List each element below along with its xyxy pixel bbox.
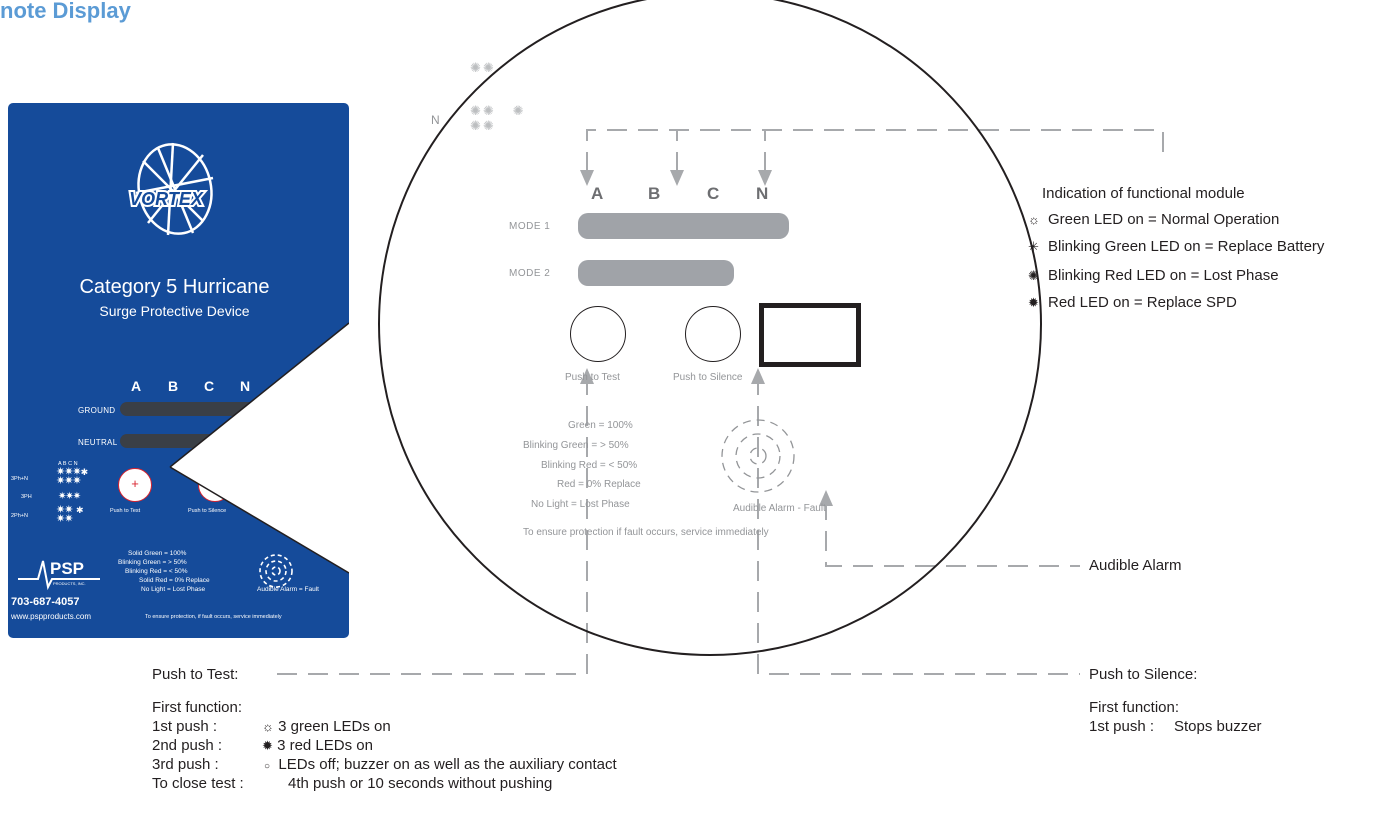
zoom-footer: To ensure protection if fault occurs, se…: [523, 527, 769, 538]
zoom-column-n: N: [756, 184, 769, 203]
step-4-push: To close test :: [152, 775, 244, 792]
step-3-push: 3rd push :: [152, 756, 219, 773]
push-to-silence-first-function: First function:: [1089, 699, 1180, 716]
zoom-push-to-silence-button[interactable]: [685, 306, 741, 362]
legend-line-1: Solid Green = 100%: [128, 550, 187, 557]
indication-item-2: ✳Blinking Green LED on = Replace Battery: [1028, 238, 1325, 255]
phone-number: 703-687-4057: [11, 596, 80, 608]
push-to-silence-label: Push to Silence: [188, 508, 227, 514]
page-title: note Display: [0, 0, 131, 23]
indication-title: Indication of functional module: [1042, 185, 1245, 202]
zoom-column-a: A: [591, 184, 604, 203]
push-to-test-first-function: First function:: [152, 699, 243, 716]
zoom-legend-2: Blinking Green = > 50%: [523, 440, 629, 451]
indication-item-1: ☼Green LED on = Normal Operation: [1028, 211, 1280, 228]
column-label-a: A: [131, 378, 142, 394]
psp-logo-icon: [18, 560, 100, 591]
zoom-push-to-test-button[interactable]: [570, 306, 626, 362]
phase-label-3ph: 3PH: [21, 494, 32, 500]
product-name: Category 5 Hurricane: [79, 276, 270, 298]
led-row-3ph-icon: ✷✷✷: [58, 491, 81, 502]
callout-wedge: [169, 322, 349, 574]
column-label-b: B: [168, 378, 179, 394]
phase-header: A B C N: [58, 461, 78, 467]
zoom-alarm-label: Audible Alarm - Fault: [733, 503, 826, 514]
legend-line-4: Solid Red = 0% Replace: [139, 577, 210, 584]
zoom-push-to-silence-label: Push to Silence: [673, 372, 743, 383]
row-label-neutral: NEUTRAL: [78, 438, 118, 447]
red-led-icon: ✹: [262, 738, 273, 753]
product-subtitle: Surge Protective Device: [99, 303, 250, 319]
push-to-test-title: Push to Test:: [152, 666, 239, 683]
zoom-legend-4: Red = 0% Replace: [557, 479, 641, 490]
blinking-red-led-icon: ✺: [1028, 268, 1039, 283]
zoom-legend-1: Green = 100%: [568, 420, 633, 431]
indication-item-3: ✺Blinking Red LED on = Lost Phase: [1028, 267, 1279, 284]
zoom-push-to-test-label: Push to Test: [565, 372, 620, 383]
push-to-test-button[interactable]: +: [118, 468, 152, 502]
legend-line-5: No Light = Lost Phase: [141, 586, 206, 593]
row-label-ground: GROUND: [78, 406, 116, 415]
led-grid-icon: ✷✷✷✱✷✷✷: [56, 466, 88, 487]
mode-1-label: MODE 1: [509, 221, 551, 232]
alarm-speaker-icon: [259, 554, 293, 588]
legend-line-2: Blinking Green = > 50%: [118, 559, 187, 566]
mode-2-bar: [578, 260, 734, 286]
blinking-green-led-icon: ✳: [1028, 239, 1039, 254]
alarm-label: Audible Alarm = Fault: [257, 586, 319, 593]
vortex-logo-icon: VORTEX: [127, 142, 214, 236]
zoom-column-b: B: [648, 184, 661, 203]
zoom-legend-5: No Light = Lost Phase: [531, 499, 630, 510]
push-to-test-label: Push to Test: [110, 508, 141, 514]
step-1-push: 1st push :: [152, 718, 218, 735]
step-1: ☼ 3 green LEDs on: [262, 718, 391, 735]
led-row-2phn-icon: ✷✷ ✱✷✷: [56, 504, 84, 525]
column-label-n: N: [240, 378, 251, 394]
green-led-on-icon: ☼: [1028, 212, 1040, 227]
plus-icon: +: [131, 476, 139, 491]
phase-label-2phn: 2Ph+N: [11, 513, 28, 519]
silence-step-push: 1st push :: [1089, 718, 1155, 735]
red-led-on-icon: ✹: [1028, 295, 1039, 310]
silence-step-text: Stops buzzer: [1174, 718, 1262, 735]
step-4: 4th push or 10 seconds without pushing: [288, 775, 553, 792]
zoom-partial-label: N: [431, 113, 440, 127]
zoom-led-row-top-icon: ✺✺: [470, 60, 496, 75]
zoom-legend-3: Blinking Red = < 50%: [541, 460, 638, 471]
led-off-icon: ○: [264, 761, 271, 772]
website: www.pspproducts.com: [11, 612, 92, 621]
company-name: PSP: [50, 559, 85, 578]
svg-text:VORTEX: VORTEX: [129, 189, 204, 209]
legend-line-3: Blinking Red = < 50%: [125, 568, 188, 575]
step-3: ○ LEDs off; buzzer on as well as the aux…: [264, 756, 617, 773]
zoom-column-c: C: [707, 184, 720, 203]
zoom-alarm-speaker-icon: [721, 419, 795, 493]
push-to-silence-title: Push to Silence:: [1089, 666, 1198, 683]
zoom-circle: [378, 0, 1042, 656]
green-led-icon: ☼: [262, 719, 274, 734]
device-panel: VORTEX Category 5 Hurricane Surge Protec…: [8, 103, 349, 638]
company-subtitle: PRODUCTS, INC.: [53, 581, 86, 586]
zoom-display-window: [759, 303, 861, 367]
audible-alarm-label: Audible Alarm: [1089, 557, 1182, 574]
footer-text: To ensure protection, if fault occurs, s…: [145, 614, 282, 620]
mode-1-bar: [578, 213, 789, 239]
step-2: ✹ 3 red LEDs on: [262, 737, 373, 754]
indication-item-4: ✹Red LED on = Replace SPD: [1028, 294, 1237, 311]
column-label-c: C: [204, 378, 215, 394]
step-2-push: 2nd push :: [152, 737, 223, 754]
zoom-led-grid-icon: ✺✺ ✺✺✺: [470, 103, 526, 133]
mode-2-label: MODE 2: [509, 268, 551, 279]
phase-label-3phn: 3Ph+N: [11, 476, 28, 482]
